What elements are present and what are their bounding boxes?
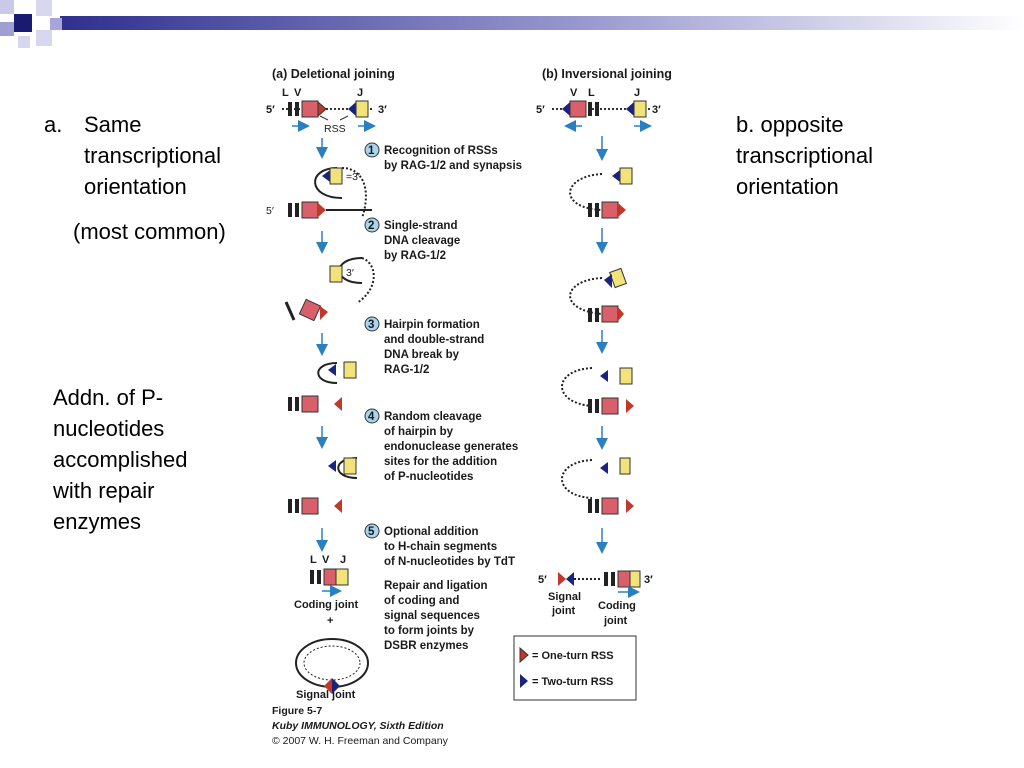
step-4-line: of hairpin by <box>384 426 454 438</box>
panel-b-germline: 5′ V L J 3′ <box>536 87 661 132</box>
three-prime-label: 3′ <box>378 104 387 116</box>
step-4-line: sites for the addition <box>384 456 497 468</box>
note-line: accomplished <box>53 447 188 472</box>
legend-one-turn: = One-turn RSS <box>532 650 614 662</box>
step-1-number: 1 <box>368 145 375 157</box>
coding-joint-label: Coding joint <box>294 599 358 611</box>
step-labels: 1 Recognition of RSSs by RAG-1/2 and syn… <box>364 142 522 652</box>
repair-line: Repair and ligation <box>384 580 488 592</box>
p-nucleotide-note: Addn. of P- nucleotides accomplished wit… <box>53 382 188 537</box>
caption-copyright: © 2007 W. H. Freeman and Company <box>272 735 449 747</box>
step-3-line: and double-strand <box>384 334 484 346</box>
step-5-line: of N-nucleotides by TdT <box>384 556 515 568</box>
svg-text:=3′: =3′ <box>346 171 360 183</box>
panel-a-title: (a) Deletional joining <box>272 67 395 81</box>
repair-line: to form joints by <box>384 625 475 637</box>
caption-book: Kuby IMMUNOLOGY, Sixth Edition <box>272 720 444 732</box>
step-2-line: DNA cleavage <box>384 235 460 247</box>
j-label: J <box>357 87 363 99</box>
step-1-line: by RAG-1/2 and synapsis <box>384 160 522 172</box>
coding-joint-label: joint <box>603 615 628 627</box>
note-line: Addn. of P- <box>53 385 164 410</box>
j-label: J <box>340 554 346 566</box>
caption-figure-number: Figure 5-7 <box>272 705 322 717</box>
rss-label: RSS <box>324 123 346 135</box>
step-5-line: Optional addition <box>384 526 479 538</box>
panel-a-segments: =3′ 5′ 3′ <box>266 167 372 515</box>
note-line: nucleotides <box>53 416 165 441</box>
step-1-line: Recognition of RSSs <box>384 145 498 157</box>
svg-text:3′: 3′ <box>346 267 354 279</box>
l-label: L <box>310 554 317 566</box>
left-bullet-line: orientation <box>84 174 187 199</box>
step-5-line: to H-chain segments <box>384 541 497 553</box>
slide-header-decoration <box>0 0 1024 48</box>
step-3-line: DNA break by <box>384 349 460 361</box>
step-2-number: 2 <box>368 220 374 232</box>
repair-line: signal sequences <box>384 610 480 622</box>
right-bullet-line: transcriptional <box>736 143 873 168</box>
signal-joint-label: Signal <box>548 591 581 603</box>
panel-b-joints: 5′ 3′ Signal joint Coding joint <box>538 570 653 627</box>
l-label: L <box>282 87 289 99</box>
right-bullet-line: b. opposite <box>736 112 844 137</box>
step-4-line: of P-nucleotides <box>384 471 473 483</box>
five-prime-label: 5′ <box>536 104 545 116</box>
step-2-line: Single-strand <box>384 220 457 232</box>
left-bullet-marker: a. <box>44 112 63 137</box>
repair-line: DSBR enzymes <box>384 640 468 652</box>
l-label: L <box>588 87 595 99</box>
repair-line: of coding and <box>384 595 459 607</box>
figure-caption: Figure 5-7 Kuby IMMUNOLOGY, Sixth Editio… <box>272 705 449 747</box>
panel-b-loops <box>561 173 603 499</box>
panel-a-coding-joint: L V J Coding joint + Signal joint <box>294 554 369 701</box>
three-prime-label: 3′ <box>652 104 661 116</box>
step-4-line: endonuclease generates <box>384 441 518 453</box>
v-label: V <box>322 554 330 566</box>
five-prime-label: 5′ <box>538 574 547 586</box>
right-bullet-line: orientation <box>736 174 839 199</box>
vj-recombination-figure: (a) Deletional joining (b) Inversional j… <box>266 67 672 747</box>
signal-joint-label: joint <box>551 605 576 617</box>
step-4-number: 4 <box>368 411 375 423</box>
note-line: with repair <box>53 478 155 503</box>
legend-two-turn: = Two-turn RSS <box>532 676 613 688</box>
most-common-note: (most common) <box>73 219 226 244</box>
j-label: J <box>634 87 640 99</box>
v-label: V <box>294 87 302 99</box>
left-bullet-line: Same <box>84 112 142 137</box>
step-3-line: RAG-1/2 <box>384 364 429 376</box>
rss-legend: = One-turn RSS = Two-turn RSS <box>513 635 637 701</box>
left-bullet-line: transcriptional <box>84 143 221 168</box>
panel-b-title: (b) Inversional joining <box>542 67 672 81</box>
step-3-number: 3 <box>368 319 374 331</box>
coding-joint-label: Coding <box>598 600 636 612</box>
step-3-line: Hairpin formation <box>384 319 480 331</box>
panel-b-segments <box>588 167 634 515</box>
signal-joint-label: Signal joint <box>296 689 356 701</box>
note-line: enzymes <box>53 509 142 534</box>
step-2-line: by RAG-1/2 <box>384 250 446 262</box>
svg-text:5′: 5′ <box>266 205 274 217</box>
three-prime-label: 3′ <box>644 574 653 586</box>
step-4-line: Random cleavage <box>384 411 482 423</box>
panel-a-germline: 5′ L V J 3′ RSS <box>266 87 387 135</box>
left-bullet-text: Same transcriptional orientation <box>84 109 254 202</box>
right-bullet-text: b. opposite transcriptional orientation <box>736 109 873 202</box>
five-prime-label: 5′ <box>266 104 275 116</box>
plus-label: + <box>327 615 333 627</box>
step-5-number: 5 <box>368 526 375 538</box>
v-label: V <box>570 87 578 99</box>
